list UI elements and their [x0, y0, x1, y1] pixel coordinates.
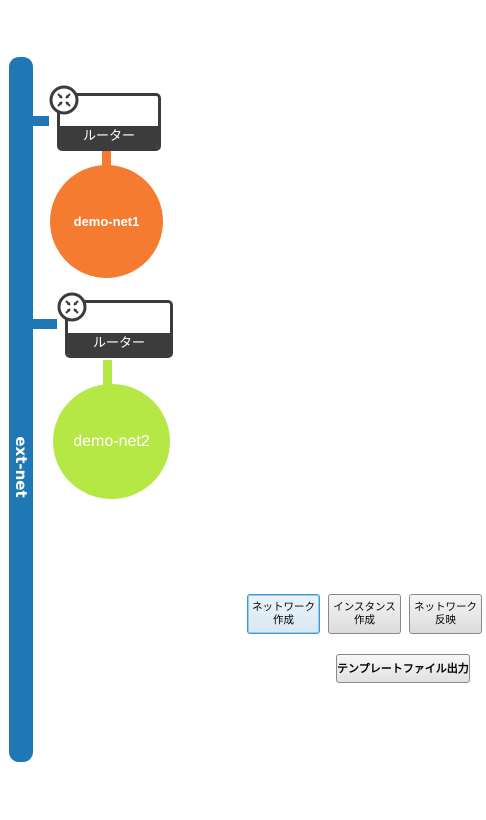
- router-1-label: ルーター: [60, 126, 158, 148]
- router-1[interactable]: ルーター: [57, 93, 161, 151]
- create-network-button[interactable]: ネットワーク 作成: [247, 594, 320, 634]
- network-demo-net2-label: demo-net2: [73, 432, 150, 450]
- ext-net-router2-link: [33, 319, 57, 329]
- router-2-label: ルーター: [68, 333, 170, 355]
- apply-network-button[interactable]: ネットワーク 反映: [409, 594, 482, 634]
- router-icon: [49, 85, 79, 115]
- network-demo-net2[interactable]: demo-net2: [53, 384, 170, 499]
- router2-net2-link: [103, 360, 112, 387]
- network-demo-net1[interactable]: demo-net1: [50, 165, 163, 278]
- ext-net-label: ext-net: [12, 436, 30, 498]
- router1-net1-link: [102, 151, 111, 167]
- export-template-button[interactable]: テンプレートファイル出力: [336, 654, 470, 683]
- router-icon: [57, 292, 87, 322]
- create-instance-button[interactable]: インスタンス 作成: [328, 594, 401, 634]
- ext-net-router1-link: [33, 116, 49, 126]
- network-demo-net1-label: demo-net1: [73, 214, 140, 229]
- ext-net-bar[interactable]: ext-net: [9, 57, 33, 762]
